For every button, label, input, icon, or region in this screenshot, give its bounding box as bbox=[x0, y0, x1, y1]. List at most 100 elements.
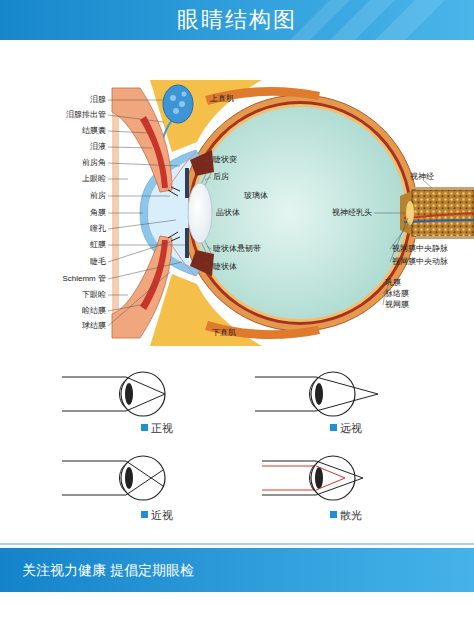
leader-line bbox=[423, 180, 432, 188]
sclera bbox=[182, 95, 418, 331]
leader-line bbox=[108, 213, 143, 214]
light-ray bbox=[316, 466, 345, 478]
light-ray bbox=[316, 377, 378, 394]
light-ray bbox=[316, 394, 378, 411]
part-label: 晶状体 bbox=[216, 208, 240, 218]
part-label: 结膜囊 bbox=[82, 126, 106, 136]
light-ray bbox=[262, 466, 316, 467]
eye-outline bbox=[121, 372, 165, 416]
part-label: 球结膜 bbox=[82, 321, 106, 331]
light-ray bbox=[316, 478, 363, 495]
footer-rule bbox=[0, 543, 474, 545]
part-label: 虹膜 bbox=[90, 240, 106, 250]
light-ray bbox=[126, 377, 165, 394]
part-label: 泪腺排出管 bbox=[66, 110, 106, 120]
leader-lines bbox=[108, 100, 432, 326]
figure-caption: 近视 bbox=[151, 509, 173, 522]
part-label: 睫毛 bbox=[90, 257, 106, 267]
nerve-sheath bbox=[412, 237, 474, 239]
gland-lobule bbox=[182, 92, 187, 97]
part-label: 睫状体 bbox=[213, 262, 237, 272]
leader-line bbox=[205, 262, 211, 267]
leader-line bbox=[108, 272, 170, 326]
leader-line bbox=[108, 245, 185, 246]
conjunctiva bbox=[166, 238, 196, 276]
caption-marker bbox=[330, 511, 337, 518]
lens-symbol bbox=[125, 467, 133, 489]
light-ray bbox=[62, 377, 126, 378]
zonule bbox=[204, 173, 211, 187]
nerve-sheath bbox=[412, 187, 474, 189]
part-label: 瞳孔 bbox=[90, 224, 106, 234]
leader-line bbox=[108, 147, 152, 148]
vision-sketch bbox=[62, 456, 165, 500]
light-ray bbox=[255, 411, 316, 412]
light-ray bbox=[316, 461, 363, 478]
part-label: 玻璃体 bbox=[244, 191, 268, 201]
gland-lobule bbox=[170, 95, 176, 101]
inferior-rectus bbox=[205, 321, 320, 339]
light-ray bbox=[126, 470, 163, 495]
part-label: 前房 bbox=[90, 191, 106, 201]
part-label: 前房角 bbox=[82, 158, 106, 168]
leader-line bbox=[204, 160, 211, 162]
vision-sketch bbox=[262, 456, 363, 500]
lens-symbol bbox=[315, 467, 323, 489]
leader-line bbox=[207, 246, 211, 249]
leader-line bbox=[390, 218, 408, 262]
leader-line bbox=[108, 196, 170, 197]
leader-line bbox=[108, 163, 180, 166]
central-artery bbox=[404, 213, 474, 218]
figure-caption: 远视 bbox=[340, 422, 362, 435]
figure-caption: 正视 bbox=[151, 422, 173, 435]
lens-symbol bbox=[125, 383, 133, 405]
optic-disc bbox=[406, 201, 414, 225]
vision-sketch bbox=[62, 372, 165, 416]
part-label: 睑结膜 bbox=[82, 306, 106, 316]
central-vein bbox=[404, 220, 474, 222]
leader-line bbox=[383, 292, 385, 305]
part-label: 视神经乳头 bbox=[332, 208, 372, 218]
part-label: 脉络膜 bbox=[385, 289, 409, 299]
light-ray bbox=[62, 495, 126, 496]
light-ray bbox=[262, 495, 316, 496]
leader-line bbox=[108, 295, 128, 296]
part-label: 视网膜中央静脉 bbox=[392, 244, 448, 254]
leader-line bbox=[108, 262, 182, 279]
title-text: 眼睛结构图 bbox=[0, 0, 474, 40]
header-band bbox=[0, 0, 474, 40]
part-label: 睫状突 bbox=[213, 155, 237, 165]
choroid bbox=[188, 101, 412, 325]
light-ray bbox=[62, 461, 126, 462]
light-ray bbox=[126, 394, 165, 411]
figure-caption: 散光 bbox=[340, 509, 362, 522]
eye-outline bbox=[311, 372, 355, 416]
caption-marker bbox=[141, 424, 148, 431]
part-label: 视网膜中央动脉 bbox=[392, 257, 448, 267]
part-label: 上眼睑 bbox=[82, 174, 106, 184]
part-label: 视网膜 bbox=[385, 300, 409, 310]
zonule bbox=[204, 239, 211, 253]
light-ray bbox=[262, 490, 316, 491]
light-ray bbox=[316, 478, 345, 490]
eyelash bbox=[168, 232, 180, 241]
leader-line bbox=[205, 177, 211, 180]
part-label: 视神经 bbox=[410, 172, 434, 182]
light-ray bbox=[255, 377, 316, 378]
leader-line bbox=[108, 131, 150, 133]
part-label: 下眼睑 bbox=[82, 290, 106, 300]
header-stripe bbox=[375, 0, 445, 40]
part-label: 上直肌 bbox=[210, 94, 234, 104]
part-label: 下直肌 bbox=[212, 328, 236, 338]
caption-marker bbox=[330, 424, 337, 431]
part-label: 角膜 bbox=[90, 208, 106, 218]
iris bbox=[185, 228, 189, 258]
part-label: Schlemm 管 bbox=[62, 274, 106, 284]
tarsal-plate bbox=[140, 116, 168, 188]
lacrimal-gland bbox=[163, 85, 193, 123]
retina bbox=[191, 104, 409, 322]
leader-line bbox=[108, 220, 176, 229]
lens bbox=[188, 183, 212, 243]
eye-outline bbox=[311, 456, 355, 500]
gland-lobule bbox=[173, 108, 179, 114]
